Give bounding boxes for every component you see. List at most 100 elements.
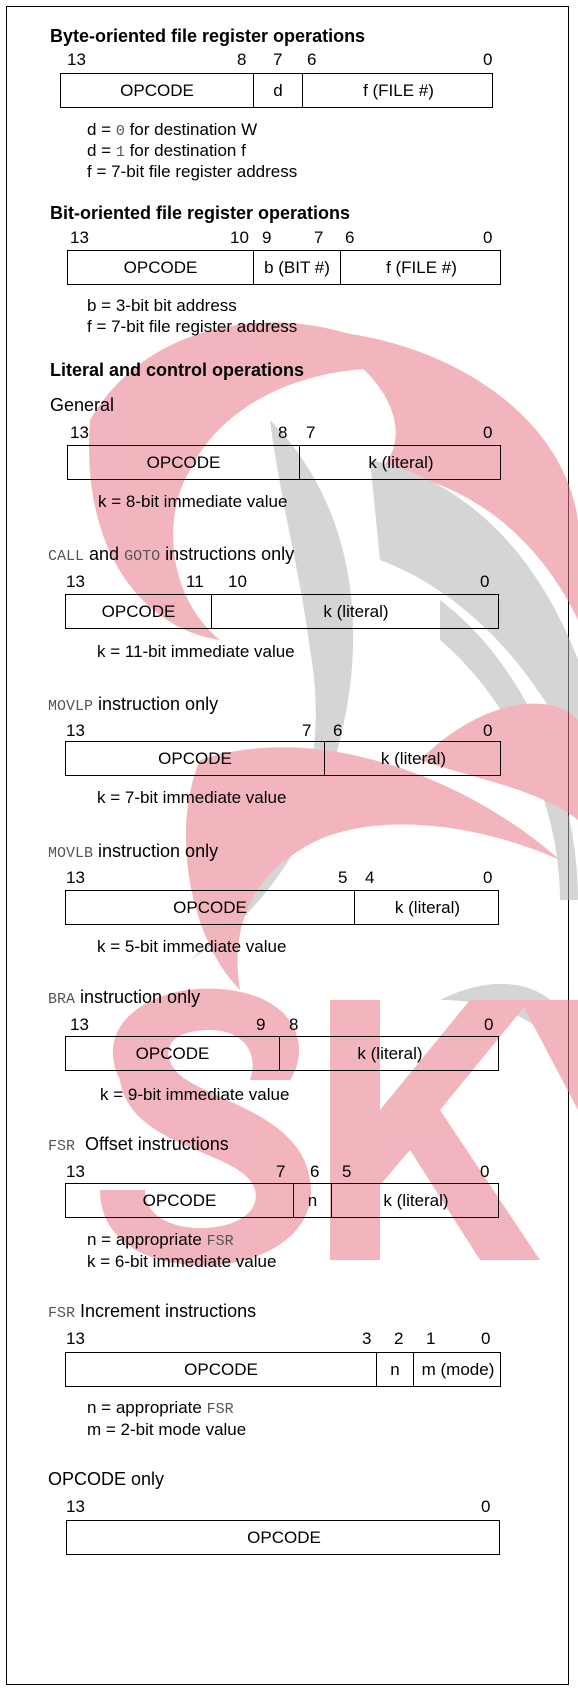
mode-field: m (mode) — [413, 1353, 502, 1386]
n-field: n — [376, 1353, 413, 1386]
bit-label: 0 — [483, 721, 493, 740]
bit-label: 10 — [228, 572, 247, 591]
instruction-format-box: OPCODE k (literal) — [65, 890, 499, 925]
bit-label: 5 — [342, 1162, 352, 1181]
opcode-field: OPCODE — [120, 80, 194, 100]
bit-label: 0 — [481, 1497, 491, 1516]
opcode-field: OPCODE — [146, 452, 221, 472]
opcode-field: OPCODE — [135, 1043, 210, 1063]
bit-label: 7 — [314, 228, 324, 247]
bit-label: 0 — [483, 228, 493, 247]
opcode-field: OPCODE — [123, 257, 198, 277]
bit-label: 13 — [66, 1329, 85, 1348]
note-line: b = 3-bit bit address — [87, 296, 237, 315]
bit-label: 10 — [230, 228, 249, 247]
note-line: f = 7-bit file register address — [87, 317, 298, 336]
bit-label: 0 — [480, 572, 490, 591]
note-line: m = 2-bit mode value — [87, 1420, 247, 1439]
bit-label: 8 — [237, 50, 247, 69]
bit-label: 13 — [70, 1015, 89, 1034]
note-line: n = appropriate FSR — [87, 1230, 234, 1250]
literal-field: k (literal) — [331, 1184, 500, 1217]
literal-field: k (literal) — [279, 1037, 500, 1070]
literal-field: k (literal) — [354, 891, 500, 924]
bit-label: 13 — [67, 50, 86, 69]
note-line: k = 11-bit immediate value — [97, 642, 295, 661]
fsr-offset-heading: FSR Offset instructions — [48, 1134, 229, 1155]
bit-oriented-heading: Bit-oriented file register operations — [50, 203, 351, 223]
bit-label: 13 — [70, 423, 89, 442]
instruction-format-box: OPCODE d f (FILE #) — [60, 73, 493, 108]
literal-field: k (literal) — [211, 595, 500, 628]
opcode-field: OPCODE — [142, 1190, 217, 1210]
bit-label: 13 — [66, 868, 85, 887]
instruction-format-box: OPCODE — [66, 1520, 500, 1555]
file-field: f (FILE #) — [302, 74, 494, 107]
instruction-format-box: OPCODE b (BIT #) f (FILE #) — [67, 250, 501, 285]
note-line: k = 7-bit immediate value — [97, 788, 287, 807]
file-field: f (FILE #) — [340, 251, 502, 284]
note-line: k = 9-bit immediate value — [100, 1085, 290, 1104]
movlp-heading: MOVLP instruction only — [48, 694, 219, 715]
general-heading: General — [50, 395, 115, 415]
bit-label: 6 — [307, 50, 317, 69]
bit-label: 0 — [484, 1015, 494, 1034]
bit-label: 0 — [483, 423, 493, 442]
bit-number-field: b (BIT #) — [253, 251, 340, 284]
bit-label: 11 — [186, 572, 204, 591]
bit-label: 9 — [256, 1015, 266, 1034]
bit-label: 13 — [66, 721, 85, 740]
instruction-format-box: OPCODE k (literal) — [67, 445, 501, 480]
n-field: n — [293, 1184, 331, 1217]
movlb-heading: MOVLB instruction only — [48, 841, 219, 862]
note-line: d = 0 for destination W — [87, 120, 258, 140]
opcode-field: OPCODE — [158, 748, 232, 768]
bit-label: 7 — [306, 423, 316, 442]
note-line: k = 6-bit immediate value — [87, 1252, 277, 1271]
bit-label: 13 — [70, 228, 89, 247]
bit-label: 13 — [66, 1497, 85, 1516]
note-line: n = appropriate FSR — [87, 1398, 234, 1418]
opcode-field: OPCODE — [173, 897, 247, 917]
bit-label: 13 — [66, 572, 85, 591]
opcode-field: OPCODE — [184, 1359, 258, 1379]
bit-label: 7 — [276, 1162, 286, 1181]
note-line: k = 5-bit immediate value — [97, 937, 287, 956]
bit-label: 6 — [310, 1162, 320, 1181]
opcode-only-heading: OPCODE only — [48, 1469, 165, 1489]
literal-field: k (literal) — [299, 446, 502, 479]
bra-heading: BRA instruction only — [48, 987, 201, 1008]
bit-label: 3 — [362, 1329, 372, 1348]
bit-label: 0 — [480, 1162, 490, 1181]
note-line: k = 8-bit immediate value — [98, 492, 288, 511]
note-line: d = 1 for destination f — [87, 141, 246, 161]
instruction-format-box: OPCODE n k (literal) — [65, 1183, 499, 1218]
instruction-format-box: OPCODE k (literal) — [65, 594, 499, 629]
bit-label: 1 — [426, 1329, 436, 1348]
bit-label: 5 — [338, 868, 348, 887]
bit-label: 6 — [345, 228, 355, 247]
bit-label: 7 — [273, 50, 283, 69]
instruction-format-box: OPCODE n m (mode) — [65, 1352, 501, 1387]
bit-label: 0 — [483, 868, 493, 887]
fsr-increment-heading: FSR Increment instructions — [48, 1301, 257, 1322]
d-field: d — [253, 74, 302, 107]
bit-label: 8 — [278, 423, 288, 442]
bit-label: 13 — [66, 1162, 85, 1181]
bit-label: 7 — [302, 721, 312, 740]
bit-label: 8 — [289, 1015, 299, 1034]
note-line: f = 7-bit file register address — [87, 162, 298, 181]
opcode-field: OPCODE — [101, 601, 176, 621]
literal-field: k (literal) — [324, 742, 502, 775]
instruction-format-box: OPCODE k (literal) — [65, 1036, 499, 1071]
byte-oriented-heading: Byte-oriented file register operations — [50, 26, 366, 46]
bit-label: 0 — [481, 1329, 491, 1348]
literal-control-heading: Literal and control operations — [50, 360, 305, 380]
bit-label: 2 — [394, 1329, 404, 1348]
bit-label: 0 — [483, 50, 493, 69]
opcode-field: OPCODE — [247, 1527, 321, 1547]
instruction-format-box: OPCODE k (literal) — [65, 741, 501, 776]
bit-label: 4 — [365, 868, 375, 887]
bit-label: 6 — [333, 721, 343, 740]
bit-label: 9 — [262, 228, 272, 247]
